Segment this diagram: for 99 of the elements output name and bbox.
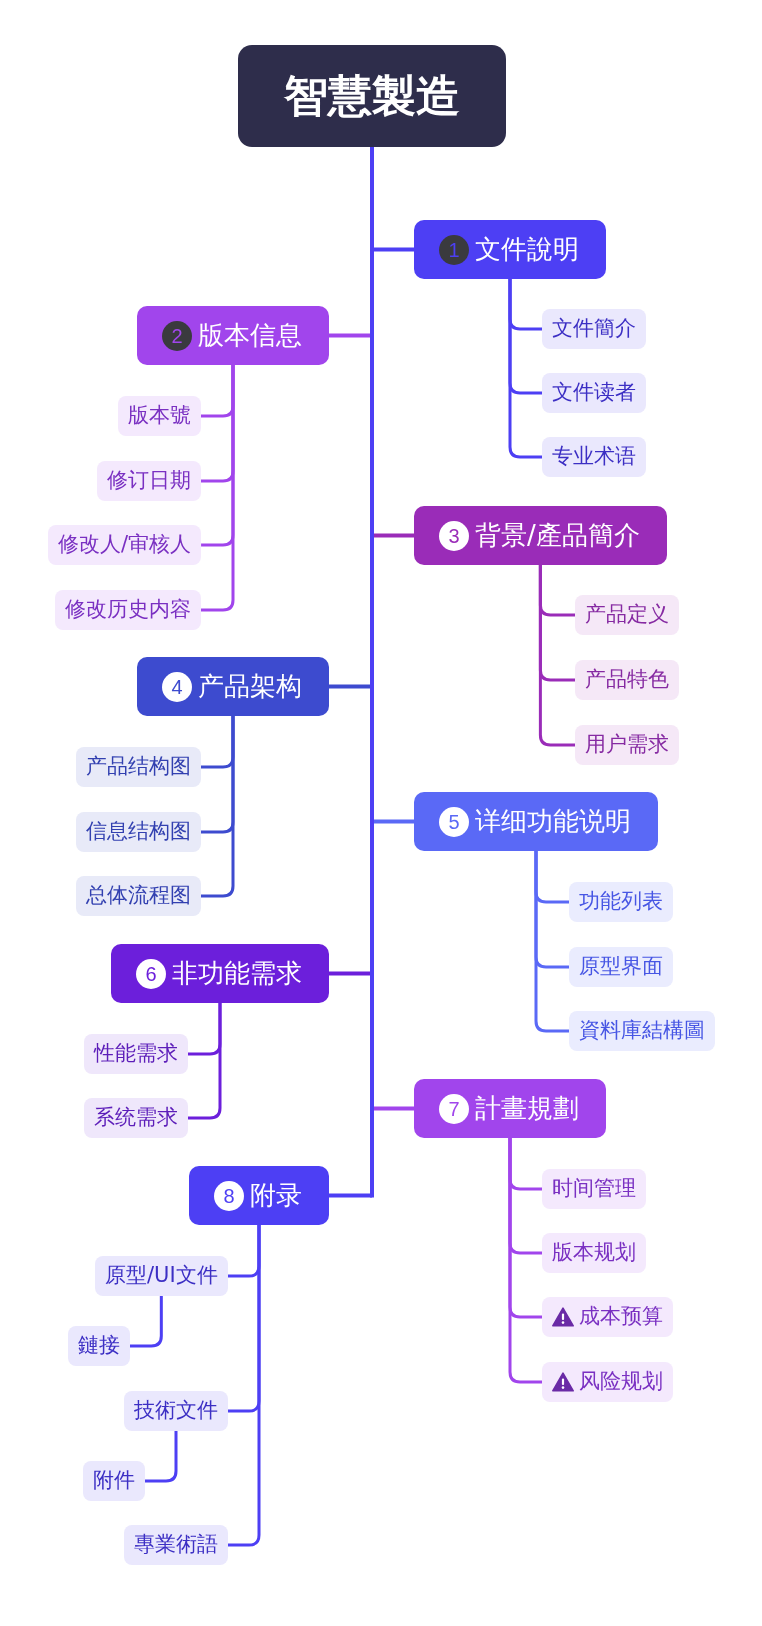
subtopic-label: 原型/UI文件 bbox=[105, 1263, 218, 1289]
subtopic-label: 修改人/审核人 bbox=[58, 532, 192, 558]
connector-line bbox=[201, 716, 235, 898]
subtopic-box bbox=[84, 1098, 188, 1138]
number-badge: 4 bbox=[162, 671, 192, 702]
topic-box bbox=[111, 944, 329, 1003]
subtopic-label: 功能列表 bbox=[579, 889, 663, 915]
connector-line bbox=[372, 247, 414, 252]
subtopic-label: 文件读者 bbox=[552, 380, 636, 406]
subtopic-label: 系统需求 bbox=[94, 1105, 178, 1131]
subtopic-label: 信息结构图 bbox=[86, 819, 191, 845]
number-badge: 3 bbox=[439, 520, 469, 551]
subtopic-box bbox=[124, 1525, 228, 1565]
subtopic-label: 專業術語 bbox=[134, 1532, 218, 1558]
connector-line bbox=[329, 971, 372, 976]
subtopic-box bbox=[83, 1461, 145, 1501]
subtopic-label: 产品定义 bbox=[585, 602, 669, 628]
subtopic-box bbox=[118, 396, 201, 436]
connector-line bbox=[538, 565, 575, 747]
topic-label: 背景/產品簡介 bbox=[475, 519, 640, 552]
root-box bbox=[238, 45, 506, 147]
subtopic-label: 修改历史内容 bbox=[65, 597, 191, 623]
subtopic-label: 資料庫結構圖 bbox=[579, 1018, 705, 1044]
subtopic-label: 版本號 bbox=[128, 403, 191, 429]
connector-line bbox=[534, 851, 569, 1033]
connector-line bbox=[372, 1106, 414, 1111]
number-badge: 5 bbox=[439, 806, 469, 837]
subtopic-box bbox=[97, 461, 201, 501]
subtopic-box bbox=[76, 747, 201, 787]
subtopic-label: 专业术语 bbox=[552, 444, 636, 470]
topic-box bbox=[189, 1166, 329, 1225]
subtopic-label: 原型界面 bbox=[579, 954, 663, 980]
topic-label: 文件說明 bbox=[475, 233, 579, 266]
topic-box bbox=[414, 506, 667, 565]
connector-line bbox=[329, 1193, 372, 1198]
subtopic-box bbox=[542, 1233, 646, 1273]
connector-line bbox=[329, 684, 372, 689]
subtopic-label: 风险规划 bbox=[579, 1369, 663, 1395]
subtopic-label: 用户需求 bbox=[585, 732, 669, 758]
connector-line bbox=[130, 1296, 163, 1348]
connector-line bbox=[188, 1003, 222, 1120]
connector-line bbox=[329, 333, 372, 338]
topic-label: 详细功能说明 bbox=[475, 805, 631, 838]
subtopic-box bbox=[569, 882, 673, 922]
subtopic-box bbox=[68, 1326, 130, 1366]
number-badge: 6 bbox=[136, 958, 166, 989]
subtopic-box bbox=[76, 876, 201, 916]
topic-box bbox=[137, 657, 329, 716]
subtopic-label: 总体流程图 bbox=[86, 883, 191, 909]
subtopic-box bbox=[542, 437, 646, 477]
topic-label: 非功能需求 bbox=[172, 957, 302, 990]
topic-box bbox=[414, 1079, 606, 1138]
subtopic-label: 版本规划 bbox=[552, 1240, 636, 1266]
number-badge: 2 bbox=[162, 320, 192, 351]
subtopic-box bbox=[575, 725, 679, 765]
subtopic-box bbox=[84, 1034, 188, 1074]
subtopic-label: 修订日期 bbox=[107, 468, 191, 494]
number-badge: 1 bbox=[439, 234, 469, 265]
connector-line bbox=[201, 365, 235, 612]
connector-line bbox=[370, 145, 374, 1198]
topic-label: 計畫規劃 bbox=[475, 1092, 579, 1125]
subtopic-box bbox=[542, 373, 646, 413]
connector-line bbox=[145, 1431, 178, 1483]
connector-line bbox=[508, 279, 542, 459]
subtopic-label: 时间管理 bbox=[552, 1176, 636, 1202]
subtopic-box bbox=[542, 309, 646, 349]
connector-line bbox=[372, 533, 414, 538]
topic-label: 附录 bbox=[250, 1179, 302, 1212]
subtopic-box bbox=[48, 525, 202, 565]
subtopic-box bbox=[569, 1011, 715, 1051]
topic-box bbox=[414, 220, 606, 279]
subtopic-label: 性能需求 bbox=[94, 1041, 178, 1067]
connector-line bbox=[228, 1225, 261, 1547]
subtopic-label: 产品结构图 bbox=[86, 754, 191, 780]
subtopic-label: 成本预算 bbox=[579, 1304, 663, 1330]
number-badge: 8 bbox=[214, 1180, 244, 1211]
subtopic-label: 产品特色 bbox=[585, 667, 669, 693]
subtopic-box bbox=[55, 590, 201, 630]
subtopic-box bbox=[542, 1362, 673, 1402]
subtopic-box bbox=[542, 1297, 673, 1337]
subtopic-box bbox=[124, 1391, 228, 1431]
subtopic-label: 文件簡介 bbox=[552, 316, 636, 342]
subtopic-box bbox=[575, 660, 679, 700]
connector-line bbox=[508, 1138, 542, 1384]
topic-label: 产品架构 bbox=[198, 670, 302, 703]
topic-box bbox=[414, 792, 658, 851]
number-badge: 7 bbox=[439, 1093, 469, 1124]
subtopic-box bbox=[95, 1256, 228, 1296]
subtopic-box bbox=[76, 812, 201, 852]
subtopic-box bbox=[575, 595, 679, 635]
subtopic-label: 技術文件 bbox=[134, 1398, 218, 1424]
subtopic-box bbox=[542, 1169, 646, 1209]
connector-line bbox=[372, 819, 414, 824]
subtopic-label: 附件 bbox=[93, 1468, 135, 1494]
subtopic-box bbox=[569, 947, 673, 987]
root-label: 智慧製造 bbox=[284, 69, 460, 123]
subtopic-label: 鏈接 bbox=[78, 1333, 120, 1359]
topic-label: 版本信息 bbox=[198, 319, 302, 352]
topic-box bbox=[137, 306, 329, 365]
